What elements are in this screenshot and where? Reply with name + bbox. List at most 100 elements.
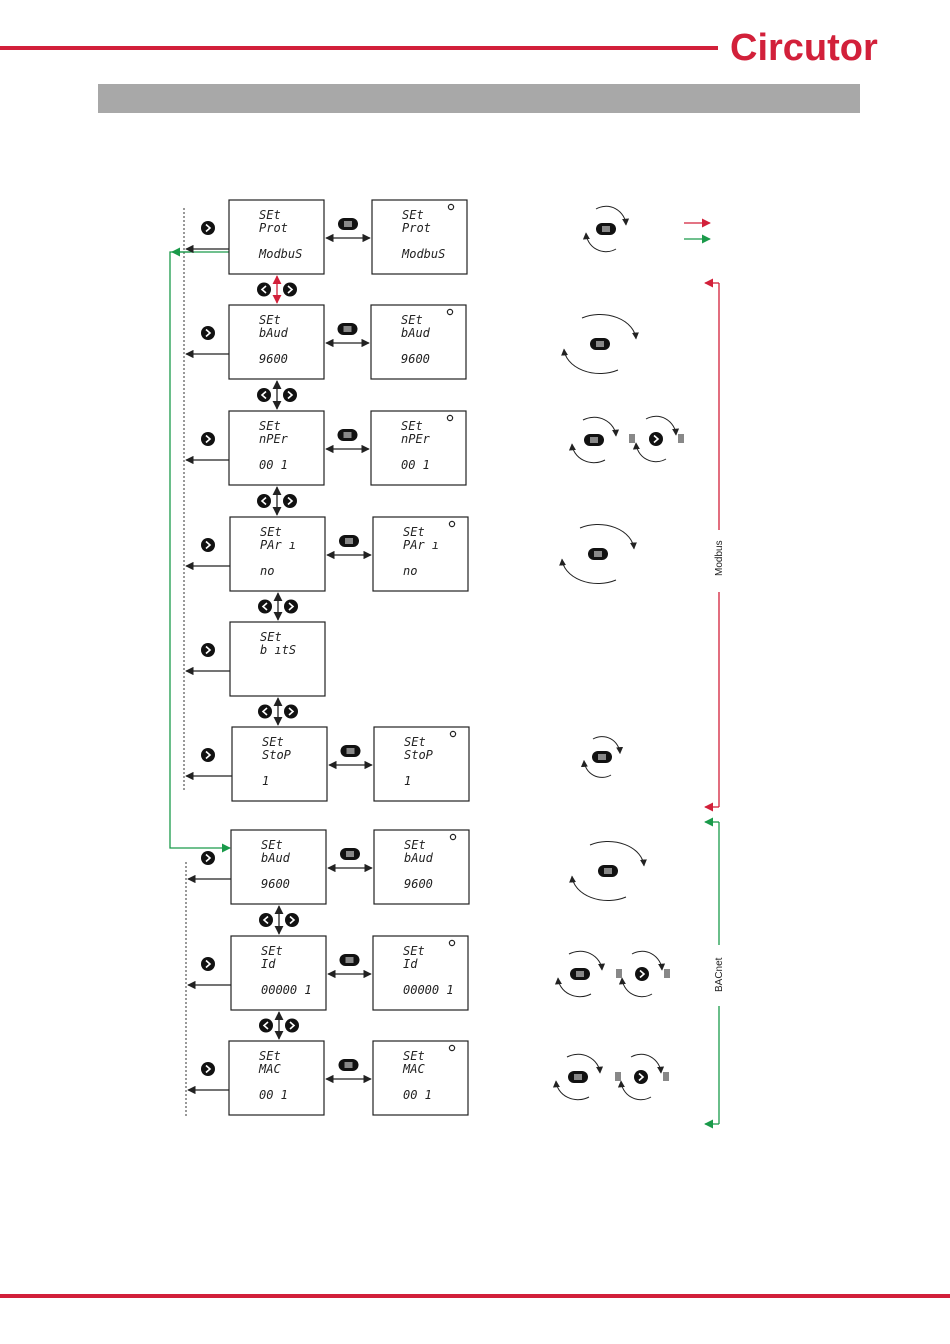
- menu-link-pari: [327, 535, 371, 555]
- lcd-line-2: Id: [261, 957, 276, 971]
- next-button[interactable]: [201, 851, 215, 865]
- lcd-value: 9600: [259, 352, 288, 366]
- lcd-line-2: bAud: [259, 326, 289, 340]
- brand-logo: Circutor: [730, 27, 878, 69]
- prev-button[interactable]: [258, 705, 272, 719]
- exit-row-pari: [186, 538, 230, 566]
- lcd-line-1: SEt: [262, 735, 284, 749]
- lcd-line-2: Id: [403, 957, 418, 971]
- next-button[interactable]: [201, 643, 215, 657]
- prev-button[interactable]: [257, 283, 271, 297]
- next-button[interactable]: [283, 388, 297, 402]
- next-button[interactable]: [285, 1019, 299, 1033]
- nav-bits: [258, 698, 298, 725]
- next-button[interactable]: [284, 600, 298, 614]
- menu-button-icon[interactable]: [584, 434, 604, 446]
- digit-marker: [615, 1072, 621, 1081]
- next-button[interactable]: [201, 1062, 215, 1076]
- menu-button-icon[interactable]: [338, 218, 358, 230]
- next-button[interactable]: [201, 957, 215, 971]
- rotate-hint-mac: [556, 1054, 600, 1099]
- menu-link-mac: [326, 1059, 371, 1079]
- bacnet-label: BACnet: [714, 957, 725, 992]
- menu-button-icon[interactable]: [598, 865, 618, 877]
- lcd-line-2: StoP: [404, 748, 434, 762]
- menu-button-icon[interactable]: [339, 1059, 359, 1071]
- lcd-edit-screen-nper: SEtnPEr00 1: [371, 411, 466, 485]
- lcd-screen-stop: SEtStoP1: [232, 727, 327, 801]
- gesture-hints: [556, 206, 684, 1099]
- menu-button-icon[interactable]: [338, 323, 358, 335]
- lcd-line-1: SEt: [404, 735, 426, 749]
- bacnet-bracket: BACnet: [705, 822, 725, 1124]
- exit-row-nper: [186, 432, 229, 460]
- rotate-hint-prot: [586, 206, 626, 251]
- menu-link-bbaud: [328, 848, 372, 868]
- rotate-hint-nper: [572, 417, 616, 462]
- screens-layer: SEtProtModbuSSEtProtModbuSSEtbAud9600SEt…: [186, 200, 469, 1115]
- lcd-line-1: SEt: [259, 313, 281, 327]
- exit-row-id: [188, 957, 231, 985]
- lcd-screen-pari: SEtPAr ıno: [230, 517, 325, 591]
- lcd-line-2: MAC: [258, 1062, 281, 1076]
- next-button[interactable]: [201, 432, 215, 446]
- lcd-line-2: nPEr: [259, 432, 289, 446]
- lcd-value: 00000 1: [403, 983, 454, 997]
- next-button[interactable]: [201, 221, 215, 235]
- next-button[interactable]: [284, 705, 298, 719]
- lcd-value: ModbuS: [258, 247, 302, 261]
- next-button[interactable]: [285, 913, 299, 927]
- lcd-value: 1: [404, 774, 411, 788]
- menu-button-icon[interactable]: [570, 968, 590, 980]
- prev-button[interactable]: [259, 1019, 273, 1033]
- next-button[interactable]: [649, 432, 663, 446]
- rotate-hint-pari: [562, 524, 634, 583]
- menu-button-icon[interactable]: [588, 548, 608, 560]
- lcd-line-2: nPEr: [401, 432, 431, 446]
- menu-link-prot: [326, 218, 370, 238]
- rotate-hint-baud: [564, 314, 636, 373]
- lcd-edit-screen-baud: SEtbAud9600: [371, 305, 466, 379]
- prev-button[interactable]: [257, 388, 271, 402]
- lcd-value: 1: [262, 774, 269, 788]
- menu-button-icon[interactable]: [338, 429, 358, 441]
- lcd-line-2: PAr ı: [403, 538, 439, 552]
- menu-button-icon[interactable]: [568, 1071, 588, 1083]
- next-button[interactable]: [201, 538, 215, 552]
- rotate-hint-stop: [584, 737, 620, 778]
- menu-button-icon[interactable]: [596, 223, 616, 235]
- digit-marker: [664, 969, 670, 978]
- menu-button-icon[interactable]: [592, 751, 612, 763]
- next-button[interactable]: [283, 283, 297, 297]
- menu-link-baud: [326, 323, 369, 343]
- menu-button-icon[interactable]: [590, 338, 610, 350]
- lcd-line-1: SEt: [404, 838, 426, 852]
- lcd-value: 9600: [261, 877, 290, 891]
- menu-button-icon[interactable]: [340, 848, 360, 860]
- rotate-hint-bbaud: [572, 841, 644, 900]
- prev-button[interactable]: [257, 494, 271, 508]
- lcd-line-2: MAC: [402, 1062, 425, 1076]
- menu-button-icon[interactable]: [340, 954, 360, 966]
- nav-bbaud: [259, 906, 299, 934]
- lcd-edit-screen-pari: SEtPAr ıno: [373, 517, 468, 591]
- section-title-bar: [98, 84, 860, 113]
- prev-button[interactable]: [258, 600, 272, 614]
- next-button[interactable]: [201, 748, 215, 762]
- lcd-line-1: SEt: [403, 1049, 425, 1063]
- next-button[interactable]: [283, 494, 297, 508]
- lcd-line-2: Prot: [402, 221, 431, 235]
- lcd-line-2: bAud: [404, 851, 434, 865]
- menu-button-icon[interactable]: [339, 535, 359, 547]
- next-button[interactable]: [634, 1070, 648, 1084]
- lcd-line-2: b ıtS: [260, 643, 296, 657]
- next-button[interactable]: [201, 326, 215, 340]
- menu-button-icon[interactable]: [341, 745, 361, 757]
- next-button[interactable]: [635, 967, 649, 981]
- prev-button[interactable]: [259, 913, 273, 927]
- lcd-edit-screen-prot: SEtProtModbuS: [372, 200, 467, 274]
